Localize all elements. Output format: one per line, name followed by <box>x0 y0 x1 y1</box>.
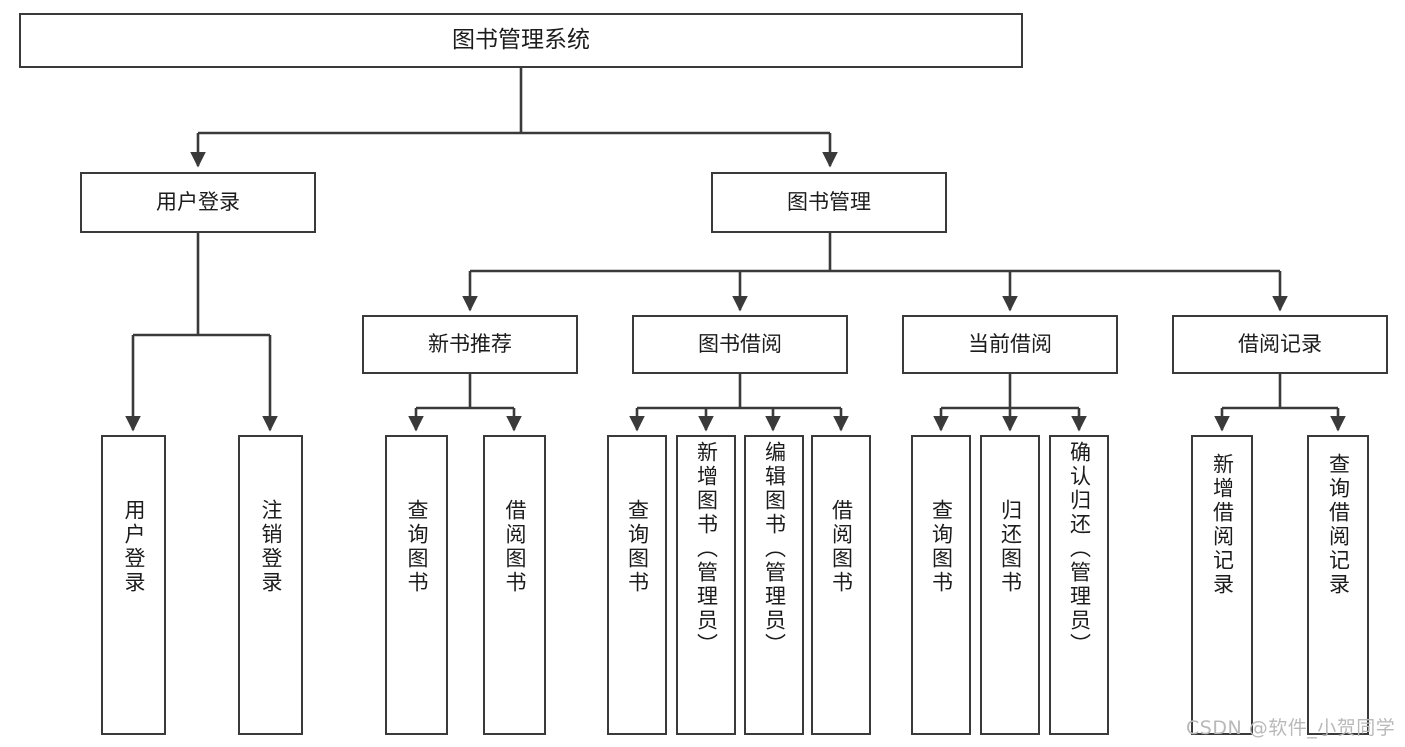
leaf-logout[interactable]: 注销登录 <box>238 435 303 735</box>
leaf-confirm-return-admin[interactable]: 确认归还（管理员） <box>1049 435 1109 735</box>
leaf-edit-book-admin-label: 编辑图书（管理员） <box>762 441 787 657</box>
leaf-add-book-admin-label: 新增图书（管理员） <box>694 441 719 657</box>
leaf-borrow-book-nb[interactable]: 借阅图书 <box>483 435 546 735</box>
node-book-management[interactable]: 图书管理 <box>711 172 947 233</box>
node-new-book-recommend[interactable]: 新书推荐 <box>362 315 578 374</box>
leaf-query-borrow-record-label: 查询借阅记录 <box>1326 453 1351 597</box>
leaf-user-login[interactable]: 用户登录 <box>101 435 166 735</box>
leaf-logout-label: 注销登录 <box>259 499 283 595</box>
node-new-book-recommend-label: 新书推荐 <box>428 331 512 356</box>
leaf-query-book-bb-label: 查询图书 <box>625 499 650 595</box>
leaf-query-borrow-record[interactable]: 查询借阅记录 <box>1307 435 1369 735</box>
node-book-borrow[interactable]: 图书借阅 <box>632 315 848 374</box>
node-borrow-record[interactable]: 借阅记录 <box>1172 315 1388 374</box>
leaf-return-book-label: 归还图书 <box>998 499 1023 595</box>
leaf-user-login-label: 用户登录 <box>122 499 146 595</box>
node-current-borrow[interactable]: 当前借阅 <box>902 315 1118 374</box>
leaf-query-book-cb-label: 查询图书 <box>929 499 954 595</box>
node-root-label: 图书管理系统 <box>452 26 590 53</box>
leaf-add-book-admin[interactable]: 新增图书（管理员） <box>676 435 736 735</box>
node-current-borrow-label: 当前借阅 <box>968 331 1052 356</box>
node-borrow-record-label: 借阅记录 <box>1238 331 1322 356</box>
leaf-edit-book-admin[interactable]: 编辑图书（管理员） <box>744 435 804 735</box>
leaf-confirm-return-admin-label: 确认归还（管理员） <box>1067 441 1092 657</box>
leaf-borrow-book-nb-label: 借阅图书 <box>503 499 527 595</box>
node-book-borrow-label: 图书借阅 <box>698 331 782 356</box>
csdn-watermark: CSDN @软件_小贺同学 <box>1186 717 1396 739</box>
leaf-add-borrow-record[interactable]: 新增借阅记录 <box>1191 435 1253 735</box>
leaf-query-book-cb[interactable]: 查询图书 <box>911 435 971 735</box>
leaf-borrow-book-bb[interactable]: 借阅图书 <box>811 435 871 735</box>
leaf-query-book-bb[interactable]: 查询图书 <box>607 435 667 735</box>
leaf-query-book-nb-label: 查询图书 <box>405 499 429 595</box>
leaf-query-book-nb[interactable]: 查询图书 <box>385 435 448 735</box>
node-user-login[interactable]: 用户登录 <box>80 172 316 233</box>
leaf-return-book[interactable]: 归还图书 <box>980 435 1040 735</box>
leaf-borrow-book-bb-label: 借阅图书 <box>829 499 854 595</box>
node-book-management-label: 图书管理 <box>787 189 871 214</box>
node-root[interactable]: 图书管理系统 <box>19 13 1023 68</box>
node-user-login-label: 用户登录 <box>156 189 240 214</box>
leaf-add-borrow-record-label: 新增借阅记录 <box>1210 453 1235 597</box>
